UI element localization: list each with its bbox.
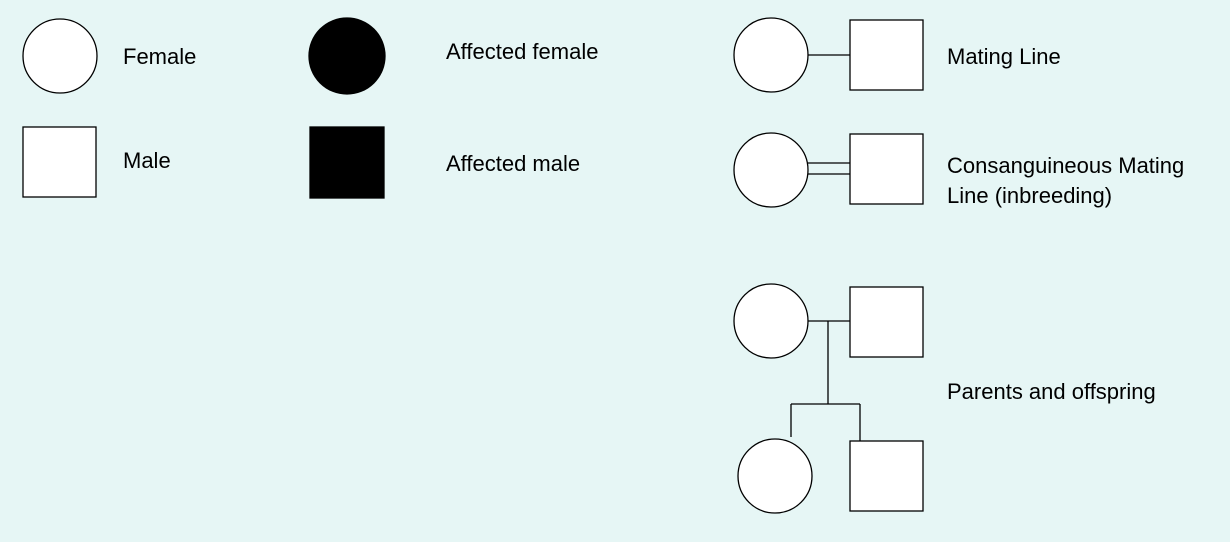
consanguineous-label-line1: Consanguineous Mating <box>947 153 1185 178</box>
mating-line-label: Mating Line <box>947 44 1061 69</box>
parent-male-symbol <box>849 286 924 358</box>
female-label: Female <box>123 44 197 69</box>
affected-female-symbol <box>308 17 386 95</box>
mating-female-symbol <box>733 17 809 93</box>
mating-male-symbol <box>849 19 924 91</box>
parent-female-symbol <box>733 283 809 359</box>
offspring-female-symbol <box>737 438 813 514</box>
consanguineous-label-line2: Line (inbreeding) <box>947 183 1113 208</box>
affected-female-label: Affected female <box>446 39 599 64</box>
offspring-male-symbol <box>849 440 924 512</box>
parents-offspring-label: Parents and offspring <box>947 379 1156 404</box>
consanguineous-female-symbol <box>733 132 809 208</box>
female-symbol <box>22 18 98 94</box>
male-label: Male <box>123 148 171 173</box>
affected-male-label: Affected male <box>446 151 581 176</box>
male-symbol <box>22 126 97 198</box>
affected-male-symbol <box>309 126 385 199</box>
consanguineous-male-symbol <box>849 133 924 205</box>
